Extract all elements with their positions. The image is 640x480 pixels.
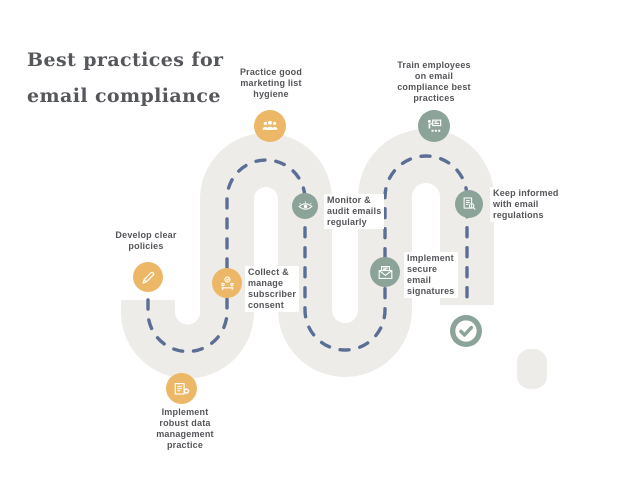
people-group-icon	[262, 120, 278, 130]
label-line: on email	[414, 71, 454, 81]
eye-icon	[297, 200, 313, 210]
check-icon	[455, 320, 477, 342]
label-line: policies	[128, 241, 164, 251]
label-line: marketing list	[240, 78, 302, 88]
label-collect-manage-subscriber-consent: Collect & manage subscriber consent	[245, 266, 300, 312]
label-implement-robust-data-management: Implement robust data management practic…	[156, 407, 214, 451]
label-line: Collect &	[248, 267, 289, 277]
milestone-marker-implement-robust-data-management	[166, 373, 197, 404]
road-center-dashed-line	[146, 154, 469, 354]
page-title: Best practices for email compliance	[27, 42, 223, 114]
title-line: email compliance	[27, 85, 221, 107]
label-line: Practice good	[239, 67, 303, 77]
label-line: Monitor &	[327, 195, 371, 205]
label-line: Implement	[407, 253, 454, 263]
label-line: manage	[248, 278, 284, 288]
road-continuation-blob	[517, 349, 547, 389]
label-implement-secure-email-signatures: Implement secure email signatures	[404, 252, 458, 298]
milestone-marker-develop-clear-policies	[133, 262, 163, 292]
milestone-marker-collect-manage-subscriber-consent	[212, 268, 242, 298]
label-practice-good-marketing-list-hygiene: Practice good marketing list hygiene	[240, 67, 302, 100]
label-train-employees: Train employees on email compliance best…	[397, 60, 471, 104]
label-line: robust data	[159, 418, 211, 428]
label-monitor-audit-emails: Monitor & audit emails regularly	[324, 194, 385, 229]
label-line: subscriber	[248, 289, 297, 299]
label-line: Develop clear	[115, 230, 177, 240]
milestone-marker-train-employees	[418, 110, 450, 142]
pencil-icon	[141, 271, 154, 284]
regulations-document-icon	[463, 197, 476, 210]
training-presentation-icon	[427, 119, 442, 132]
label-line: email	[407, 275, 432, 285]
label-develop-clear-policies: Develop clear policies	[115, 230, 176, 252]
label-line: hygiene	[253, 89, 289, 99]
label-line: Implement	[161, 407, 209, 417]
envelope-icon	[378, 265, 392, 279]
label-line: regularly	[327, 217, 367, 227]
label-line: consent	[248, 300, 284, 310]
label-line: with email	[493, 199, 539, 209]
label-line: secure	[407, 264, 438, 274]
label-line: signatures	[407, 286, 455, 296]
label-line: management	[156, 429, 214, 439]
label-line: Keep informed	[493, 188, 559, 198]
milestone-marker-monitor-audit-emails	[292, 193, 318, 219]
label-line: regulations	[493, 210, 544, 220]
title-line: Best practices for	[27, 49, 224, 71]
label-line: practice	[166, 440, 204, 450]
label-line: Train employees	[397, 60, 471, 70]
consent-agreement-icon	[220, 275, 234, 290]
label-line: compliance best	[397, 82, 471, 92]
milestone-marker-practice-good-marketing-list-hygiene	[254, 110, 286, 142]
label-line: practices	[413, 93, 455, 103]
label-keep-informed-regulations: Keep informed with email regulations	[490, 187, 562, 222]
milestone-marker-implement-secure-email-signatures	[370, 257, 400, 287]
milestone-marker-journey-complete	[450, 315, 482, 347]
label-line: audit emails	[327, 206, 382, 216]
data-management-icon	[174, 382, 189, 395]
milestone-marker-keep-informed-regulations	[455, 190, 483, 218]
